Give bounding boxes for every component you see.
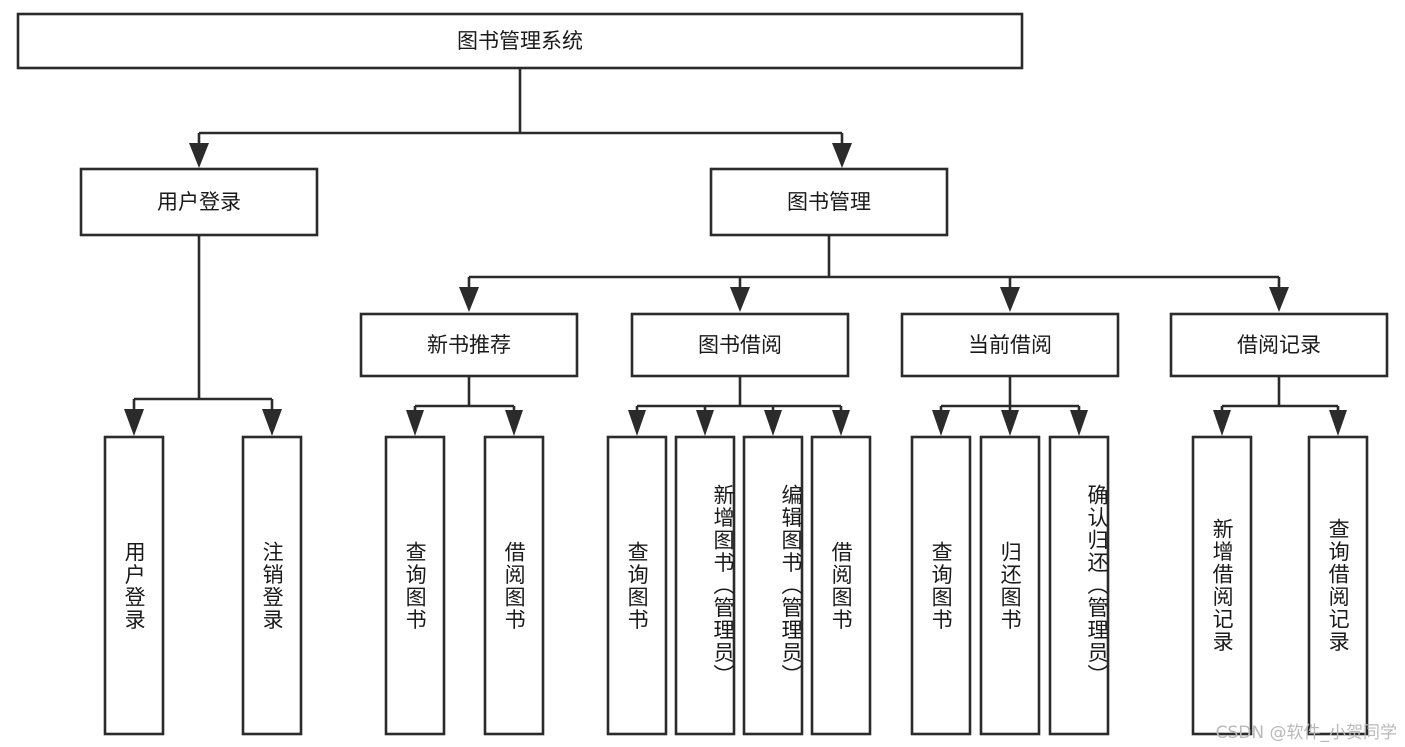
connector-newbook-to-leaves: [406, 376, 523, 436]
node-leaf-query-book-2[interactable]: [606, 435, 668, 736]
node-leaf-borrow-book-2[interactable]: [810, 435, 872, 736]
node-leaf-edit-book[interactable]: [742, 435, 804, 736]
node-new-book-recommend[interactable]: 新书推荐: [359, 312, 579, 378]
node-leaf-query-book-1[interactable]: [384, 435, 446, 736]
node-user-login[interactable]: 用户登录: [79, 167, 319, 237]
node-new-book-recommend-label: 新书推荐: [427, 333, 511, 357]
connector-root-to-level2: [189, 68, 852, 168]
node-borrow-record[interactable]: 借阅记录: [1169, 312, 1389, 378]
node-current-borrow[interactable]: 当前借阅: [900, 312, 1120, 378]
node-root[interactable]: 图书管理系统: [16, 12, 1024, 70]
node-leaf-borrow-book-1[interactable]: [483, 435, 545, 736]
csdn-watermark: CSDN @软件_小贺同学: [1215, 723, 1397, 743]
node-book-borrow[interactable]: 图书借阅: [630, 312, 850, 378]
node-leaf-add-record[interactable]: [1191, 435, 1253, 736]
connector-userlogin-to-leaves: [124, 235, 282, 436]
node-leaf-add-book[interactable]: [674, 435, 736, 736]
node-root-label: 图书管理系统: [457, 29, 583, 53]
connector-borrowrecord-to-leaves: [1213, 376, 1347, 436]
node-user-login-label: 用户登录: [157, 190, 241, 214]
connector-bookmgmt-to-level3: [459, 235, 1289, 312]
connector-bookborrow-to-leaves: [628, 376, 850, 436]
node-leaf-query-record[interactable]: [1307, 435, 1369, 736]
node-book-management-label: 图书管理: [787, 190, 871, 214]
node-leaf-query-book-3[interactable]: [910, 435, 972, 736]
node-current-borrow-label: 当前借阅: [968, 333, 1052, 357]
node-book-management[interactable]: 图书管理: [709, 167, 949, 237]
node-leaf-confirm-return[interactable]: [1048, 435, 1110, 736]
node-book-borrow-label: 图书借阅: [698, 333, 782, 357]
node-leaf-logout-login[interactable]: [241, 435, 303, 736]
node-leaf-return-book[interactable]: [979, 435, 1041, 736]
node-leaf-user-login[interactable]: [103, 435, 165, 736]
connector-currentborrow-to-leaves: [932, 376, 1088, 436]
node-borrow-record-label: 借阅记录: [1237, 333, 1321, 357]
